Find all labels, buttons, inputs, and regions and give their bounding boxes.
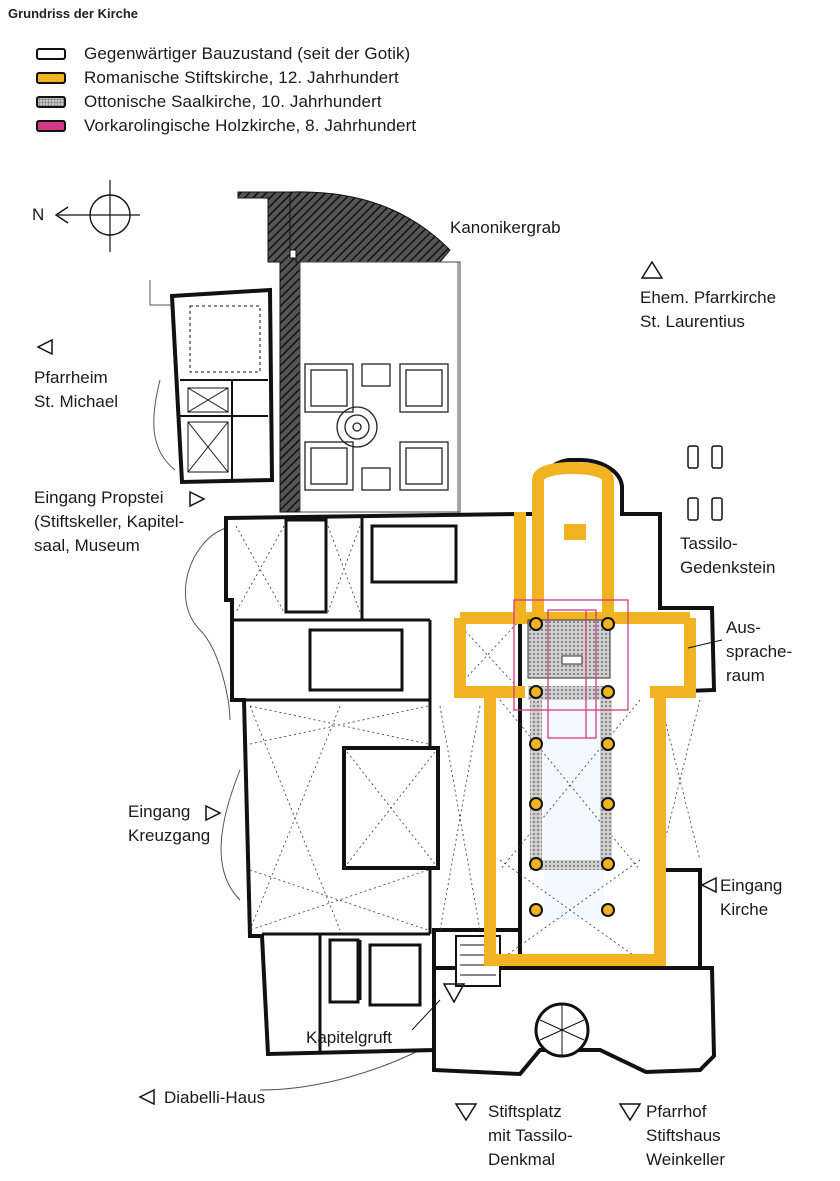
pillar bbox=[529, 903, 543, 917]
label-pfarrhof: Pfarrhof bbox=[646, 1102, 707, 1121]
compass-arrow-icon bbox=[54, 206, 69, 224]
label-diabelli-haus: Diabelli-Haus bbox=[164, 1088, 266, 1107]
triangle-down-icon bbox=[454, 1103, 478, 1122]
triangle-down-icon bbox=[618, 1103, 642, 1122]
triangle-up-icon bbox=[640, 260, 664, 279]
romanesque-church bbox=[454, 461, 696, 966]
romanesque-apse-mark bbox=[564, 524, 586, 540]
pillar bbox=[601, 737, 615, 751]
pillar bbox=[601, 903, 615, 917]
legend-item-current: Gegenwärtiger Bauzustand (seit der Gotik… bbox=[36, 42, 416, 66]
legend-label: Ottonische Saalkirche, 10. Jahrhundert bbox=[84, 92, 382, 111]
monastery-complex bbox=[224, 511, 522, 1057]
legend-label: Romanische Stiftskirche, 12. Jahrhundert bbox=[84, 68, 399, 87]
legend-swatch-current bbox=[36, 48, 66, 60]
pillar bbox=[601, 797, 615, 811]
prekarolingian-church bbox=[513, 599, 629, 739]
legend-label: Vorkarolingische Holzkirche, 8. Jahrhund… bbox=[84, 116, 417, 135]
pillar bbox=[529, 737, 543, 751]
label-weinkeller: Weinkeller bbox=[646, 1150, 726, 1169]
label-tassilo: Tassilo- bbox=[680, 534, 738, 553]
site-boundary bbox=[149, 262, 459, 1091]
page-title: Grundriss der Kirche bbox=[8, 6, 139, 21]
label-mit-tassilo: mit Tassilo- bbox=[488, 1126, 573, 1145]
cemetery-garden bbox=[299, 261, 461, 513]
church-pillars bbox=[529, 617, 615, 917]
label-kapitelgruft: Kapitelgruft bbox=[306, 1028, 392, 1047]
triangle-left-icon bbox=[700, 876, 717, 894]
tassilo-stones bbox=[687, 445, 723, 521]
label-stiftsplatz: Stiftsplatz bbox=[488, 1102, 562, 1121]
label-aus: Aus- bbox=[726, 618, 761, 637]
label-kirche: Kirche bbox=[720, 900, 769, 919]
church-nave-vaults bbox=[454, 619, 701, 961]
entrance-markers bbox=[36, 260, 717, 1122]
label-saal-museum: saal, Museum bbox=[34, 536, 140, 555]
pillar bbox=[529, 797, 543, 811]
south-wing bbox=[432, 935, 717, 1077]
legend-item-ottonian: Ottonische Saalkirche, 10. Jahrhundert bbox=[36, 90, 416, 114]
legend-item-romanesque: Romanische Stiftskirche, 12. Jahrhundert bbox=[36, 66, 416, 90]
legend-label: Gegenwärtiger Bauzustand (seit der Gotik… bbox=[84, 44, 411, 63]
pillar bbox=[529, 857, 543, 871]
pillar bbox=[601, 685, 615, 699]
compass bbox=[54, 180, 140, 252]
label-pfarrheim: Pfarrheim bbox=[34, 368, 108, 387]
pillar bbox=[529, 617, 543, 631]
label-stiftshaus: Stiftshaus bbox=[646, 1126, 721, 1145]
legend: Gegenwärtiger Bauzustand (seit der Gotik… bbox=[36, 42, 416, 138]
triangle-down-icon bbox=[442, 983, 466, 1004]
triangle-right-icon bbox=[189, 490, 206, 508]
legend-swatch-ottonian bbox=[36, 96, 66, 108]
triangle-right-icon bbox=[205, 804, 222, 822]
label-eingang-kreuzgang: Eingang bbox=[128, 802, 191, 821]
triangle-left-icon bbox=[138, 1088, 155, 1106]
pillar bbox=[601, 617, 615, 631]
compass-north-label: N bbox=[32, 205, 45, 224]
pillar bbox=[601, 857, 615, 871]
label-kreuzgang: Kreuzgang bbox=[128, 826, 211, 845]
label-sprache: sprache- bbox=[726, 642, 793, 661]
label-eingang-propstei: Eingang Propstei bbox=[34, 488, 164, 507]
label-gedenkstein: Gedenkstein bbox=[680, 558, 776, 577]
triangle-left-icon bbox=[36, 338, 53, 356]
label-kanonikergrab: Kanonikergrab bbox=[450, 218, 561, 237]
legend-item-prekarolingian: Vorkarolingische Holzkirche, 8. Jahrhund… bbox=[36, 114, 416, 138]
legend-swatch-romanesque bbox=[36, 72, 66, 84]
label-st-laurentius: St. Laurentius bbox=[640, 312, 745, 331]
pfarrheim-building bbox=[169, 287, 275, 485]
leader-lines bbox=[411, 639, 723, 1031]
label-stiftskeller: (Stiftskeller, Kapitel- bbox=[34, 512, 185, 531]
label-ehem-pfarrkirche: Ehem. Pfarrkirche bbox=[640, 288, 777, 307]
label-raum: raum bbox=[726, 666, 765, 685]
pillar bbox=[529, 685, 543, 699]
label-denkmal: Denkmal bbox=[488, 1150, 556, 1169]
legend-swatch-prekarolingian bbox=[36, 120, 66, 132]
label-st-michael: St. Michael bbox=[34, 392, 119, 411]
label-eingang-kirche: Eingang bbox=[720, 876, 783, 895]
